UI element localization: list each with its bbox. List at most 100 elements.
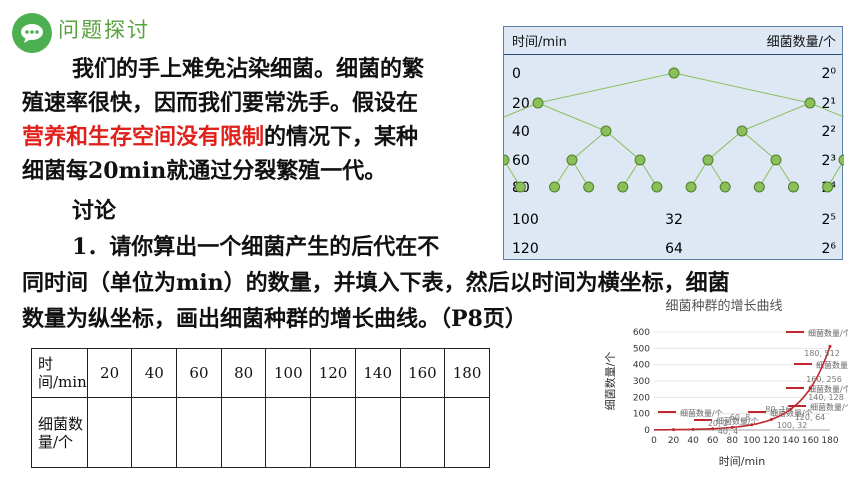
count-cell[interactable] <box>354 397 401 468</box>
y-tick-label: 0 <box>644 426 650 436</box>
tree-branch <box>809 102 844 118</box>
paragraph-line-3: 营养和生存空间没有限制的情况下，某种 <box>22 120 418 154</box>
time-cell: 160 <box>399 348 446 398</box>
tree-branch <box>537 72 675 104</box>
y-tick-label: 100 <box>633 410 650 420</box>
time-cell: 60 <box>176 348 222 398</box>
data-point <box>672 428 676 432</box>
bacterium-node <box>504 154 510 166</box>
x-tick-label: 20 <box>668 436 680 446</box>
data-point <box>769 418 773 422</box>
tree-time-label: 120 <box>512 241 539 257</box>
paragraph-line-1: 我们的手上难免沾染细菌。细菌的繁 <box>72 56 425 82</box>
legend-label: 细菌数量/个 <box>770 408 813 418</box>
count-cell[interactable] <box>176 397 222 468</box>
data-point <box>691 427 695 431</box>
division-tree-panel: 时间/min细菌数量/个02⁰202¹402²602³802⁴1002⁵3212… <box>503 26 844 260</box>
tree-branch <box>741 102 811 132</box>
y-tick-label: 400 <box>633 361 650 371</box>
bacterium-node <box>702 154 714 166</box>
x-tick-label: 80 <box>726 436 738 446</box>
count-row: 细菌数量/个 <box>31 397 490 468</box>
tree-branch <box>741 130 777 161</box>
division-tree-diagram: 时间/min细菌数量/个02⁰202¹402²602³802⁴1002⁵3212… <box>504 35 844 257</box>
data-label: 160, 256 <box>806 375 842 384</box>
count-cell[interactable] <box>399 397 446 468</box>
x-tick-label: 120 <box>763 436 780 446</box>
count-cell[interactable] <box>220 397 267 468</box>
legend-label: 细菌数量/个 <box>808 384 848 394</box>
chart-title: 细菌种群的增长曲线 <box>665 298 782 314</box>
tree-count-label: 32 <box>665 212 683 228</box>
x-tick-label: 0 <box>651 436 657 446</box>
tree-exponent-label: 2⁵ <box>821 212 836 228</box>
bacterium-node <box>651 181 663 193</box>
count-row-header: 细菌数量/个 <box>31 397 88 468</box>
tree-time-label: 100 <box>512 212 539 228</box>
tree-branch <box>673 72 811 104</box>
fill-in-table: 时间/min 20 40 60 80 100 120 140 160 180 细… <box>31 348 490 468</box>
bacterium-node <box>532 97 544 109</box>
bacterium-node <box>736 125 748 137</box>
bacterium-node <box>600 125 612 137</box>
count-cell[interactable] <box>444 397 490 468</box>
bacterium-node <box>668 67 680 79</box>
bacterium-node <box>617 181 629 193</box>
data-point <box>808 386 812 390</box>
tree-header-count: 细菌数量/个 <box>767 35 836 50</box>
bacterium-node <box>753 181 765 193</box>
legend-label: 细菌数量/个 <box>810 402 848 412</box>
bacterium-node <box>634 154 646 166</box>
tree-exponent-label: 2² <box>821 124 836 140</box>
bacterium-node <box>685 181 697 193</box>
time-cell: 20 <box>86 348 133 398</box>
tree-branch <box>707 130 743 161</box>
bacterium-node <box>822 181 834 193</box>
data-label: 80, 16 <box>765 405 790 414</box>
legend-label: 细菌数量/个 <box>680 408 723 418</box>
time-row-header: 时间/min <box>31 348 88 398</box>
x-tick-label: 60 <box>707 436 719 446</box>
x-tick-label: 100 <box>743 436 760 446</box>
data-point <box>730 425 734 429</box>
count-cell[interactable] <box>310 397 356 468</box>
growth-curve-line <box>654 346 831 431</box>
count-cell[interactable] <box>131 397 178 468</box>
bacterium-node <box>787 181 799 193</box>
y-tick-label: 500 <box>633 344 650 354</box>
count-cell[interactable] <box>86 397 133 468</box>
tree-branch <box>571 130 607 161</box>
y-tick-label: 300 <box>633 377 650 387</box>
tree-branch <box>504 102 539 118</box>
y-tick-label: 200 <box>633 393 650 403</box>
bacterium-node <box>804 97 816 109</box>
time-row: 时间/min 20 40 60 80 100 120 140 160 180 <box>31 348 490 398</box>
time-cell: 100 <box>265 348 312 398</box>
time-cell: 140 <box>354 348 401 398</box>
x-tick-label: 40 <box>687 436 699 446</box>
tree-time-label: 40 <box>512 124 530 140</box>
data-label: 60, 8 <box>730 413 750 422</box>
data-label: 140, 128 <box>808 393 844 402</box>
bacterium-node <box>770 154 782 166</box>
data-label: 120, 64 <box>795 413 826 422</box>
legend-label: 细菌数量/个 <box>716 416 759 426</box>
time-cell: 40 <box>131 348 178 398</box>
data-point <box>711 427 715 431</box>
bacterium-node <box>514 181 526 193</box>
chat-bubble-icon <box>12 13 52 53</box>
question-line-3: 数量为纵坐标，画出细菌种群的增长曲线。（P8页） <box>22 306 527 332</box>
y-axis-label: 细菌数量/个 <box>604 352 617 411</box>
tree-branch <box>605 130 641 161</box>
data-point <box>789 407 793 411</box>
bacterium-node <box>719 181 731 193</box>
bacterium-node <box>566 154 578 166</box>
time-cell: 120 <box>310 348 356 398</box>
tree-time-label: 0 <box>512 66 521 82</box>
paragraph-line-3-rest: 的情况下，某种 <box>264 124 419 150</box>
tree-exponent-label: 2¹ <box>821 96 836 112</box>
bacterium-node <box>549 181 561 193</box>
count-cell[interactable] <box>265 397 312 468</box>
paragraph-line-4: 细菌每20min就通过分裂繁殖一代。 <box>22 158 387 184</box>
